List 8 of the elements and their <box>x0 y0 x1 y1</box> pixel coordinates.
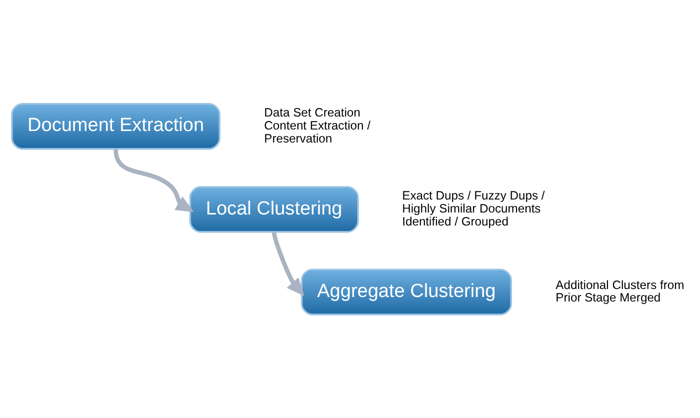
node-label: Exact Dups / Fuzzy Dups / Highly Similar Documents Identified / Grouped <box>402 188 545 229</box>
node-label: Additional Clusters from Prior Stage Merged <box>556 278 684 305</box>
node-box: Local Clustering <box>189 186 359 233</box>
node-label: Content Extraction / Preservation <box>264 118 370 146</box>
node-box: Aggregate Clustering <box>300 268 512 316</box>
arrow <box>272 232 304 296</box>
node-label: Data Set Creation <box>264 106 360 120</box>
node-box: Document Extraction <box>11 103 220 150</box>
